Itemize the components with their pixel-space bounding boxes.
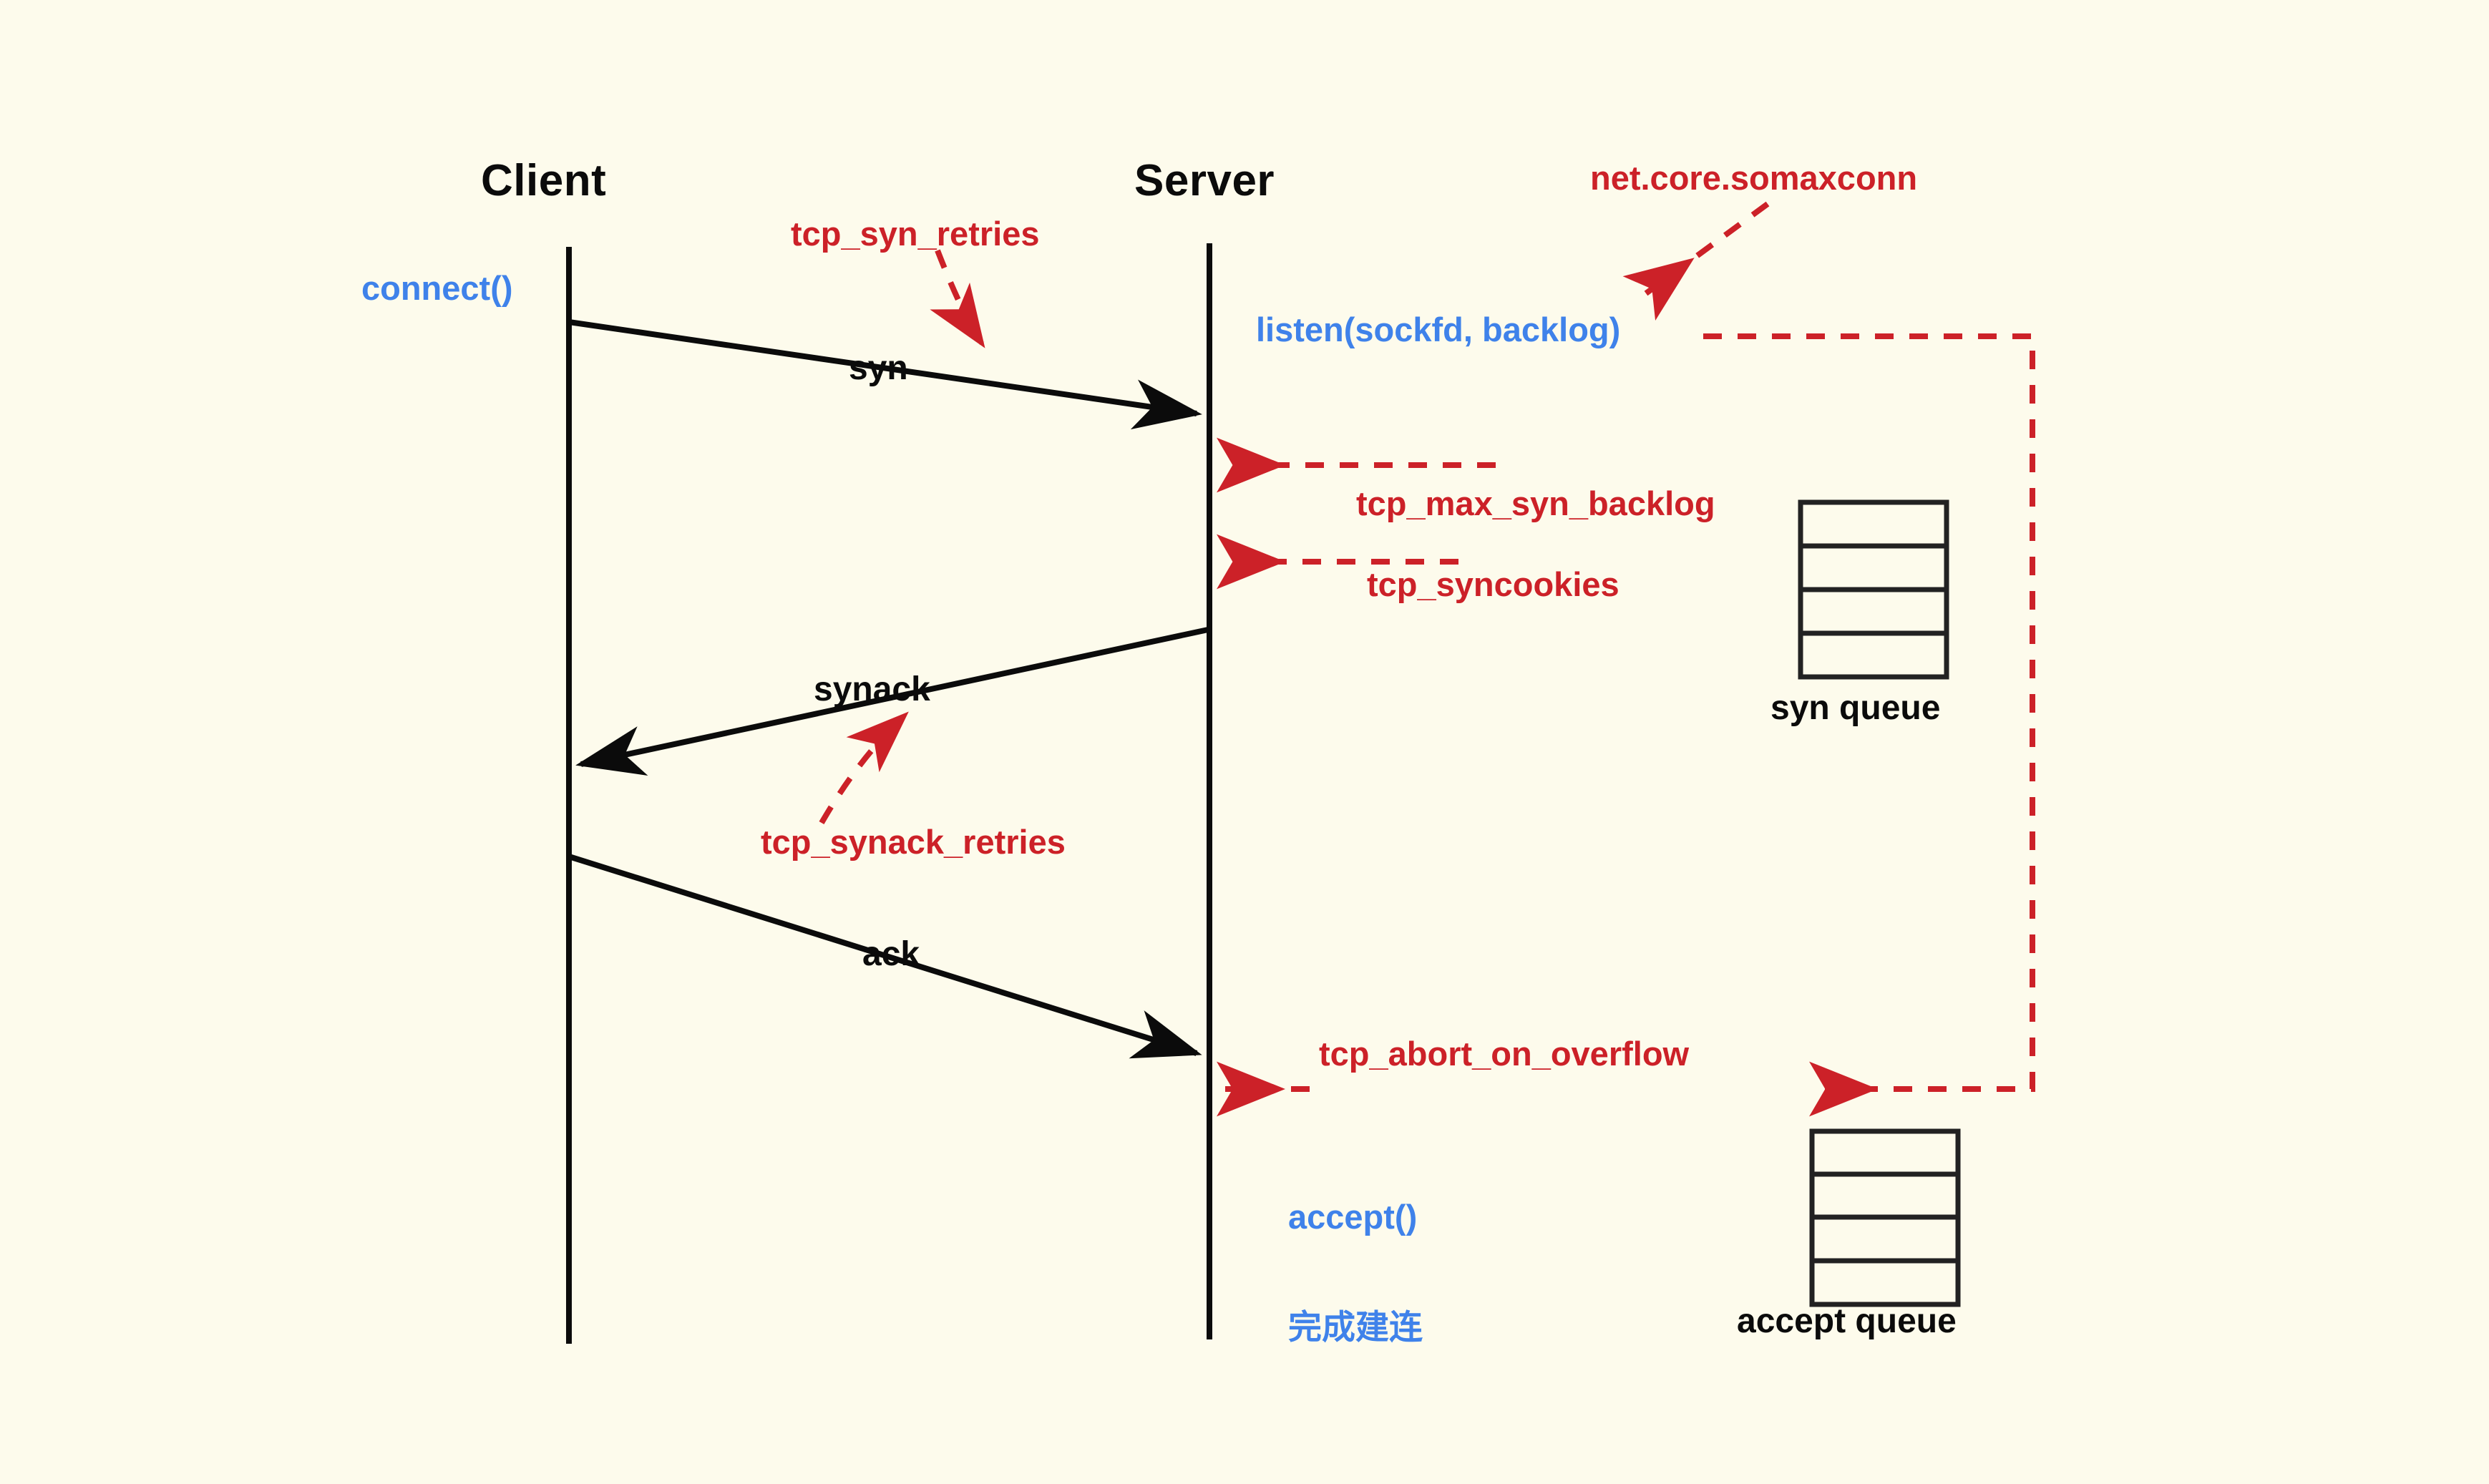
param-label-net-core-somaxconn: net.core.somaxconn <box>1590 159 1918 197</box>
accept-queue-box <box>1809 1128 1961 1307</box>
param-label-tcp-syncookies: tcp_syncookies <box>1367 565 1619 603</box>
actor-title-server: Server <box>1134 156 1275 205</box>
queue-caption-accept-queue: accept queue <box>1737 1302 1957 1340</box>
ack-arrow <box>568 854 1202 1059</box>
api-call-accept: accept() <box>1288 1198 1418 1236</box>
param-label-tcp-max-syn-backlog: tcp_max_syn_backlog <box>1356 484 1715 522</box>
syn-queue-box <box>1798 499 1949 680</box>
tcp-synack-retries-leader <box>819 711 909 825</box>
api-call-listen: listen(sockfd, backlog) <box>1256 311 1621 348</box>
param-label-tcp-synack-retries: tcp_synack_retries <box>761 823 1066 861</box>
message-label-syn: syn <box>849 349 908 387</box>
queue-caption-syn-queue: syn queue <box>1770 689 1941 727</box>
backlog-routing-path <box>1703 333 2035 1117</box>
api-call-connect: connect() <box>361 269 513 307</box>
actor-title-client: Client <box>481 156 607 205</box>
param-label-tcp-abort-on-overflow: tcp_abort_on_overflow <box>1319 1035 1690 1073</box>
param-label-tcp-syn-retries: tcp_syn_retries <box>791 215 1040 253</box>
api-call-finish-handshake: 完成建连 <box>1288 1308 1423 1347</box>
tcp-syn-retries-leader <box>930 249 985 348</box>
syn-arrow <box>568 319 1202 430</box>
message-label-ack: ack <box>862 935 920 973</box>
synack-arrow <box>575 627 1209 776</box>
somaxconn-leader <box>1622 201 1770 321</box>
message-label-synack: synack <box>814 670 930 708</box>
